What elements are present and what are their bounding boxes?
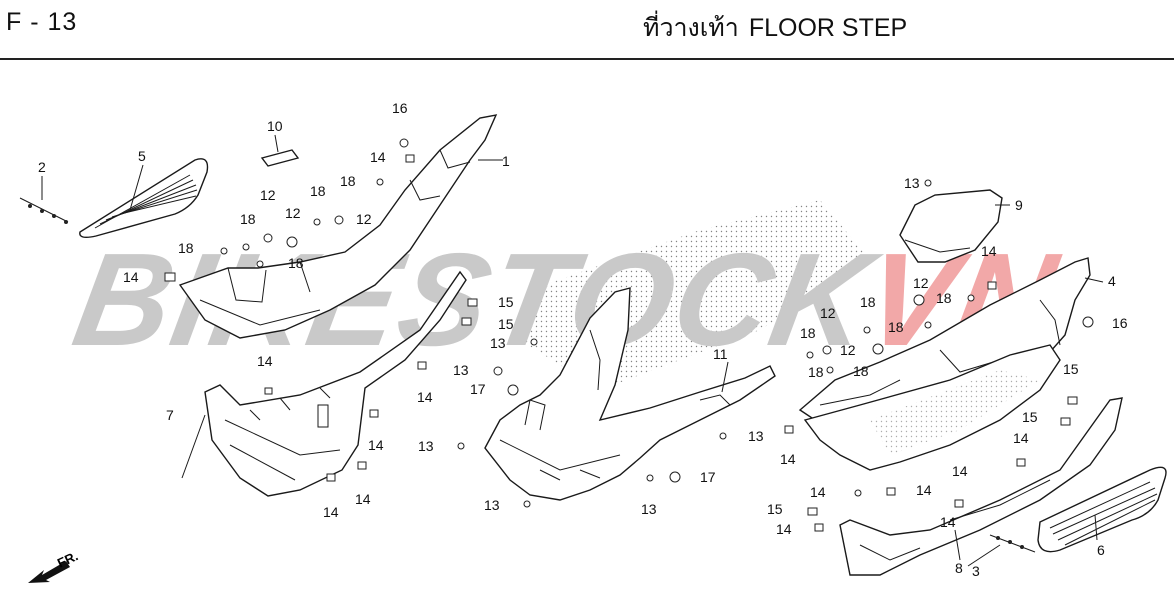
callout-label: 18 (808, 364, 824, 380)
callout-label: 13 (484, 497, 500, 513)
callout-label: 14 (981, 243, 997, 259)
callout-label: 15 (767, 501, 783, 517)
part-8-right-lower-frame[interactable] (839, 397, 1123, 576)
callout-label: 13 (748, 428, 764, 444)
callout-leaders (41, 134, 1104, 567)
part-number-11: 11 (713, 346, 728, 362)
callout-label: 12 (260, 187, 276, 203)
callout-label: 14 (952, 463, 968, 479)
callout-label: 18 (860, 294, 876, 310)
page-title-thai: ที่วางเท้า (643, 13, 739, 42)
part-7-details (224, 387, 341, 481)
callout-label: 13 (904, 175, 920, 191)
callout-label: 16 (392, 100, 408, 116)
part-6-ribs (1049, 481, 1158, 546)
part-number-3: 3 (972, 563, 980, 579)
callout-label: 15 (498, 316, 514, 332)
callout-label: 18 (288, 255, 304, 271)
callout-label: 15 (1022, 409, 1038, 425)
callout-label: 12 (840, 342, 856, 358)
callout-label: 14 (916, 482, 932, 498)
part-number-2: 2 (38, 159, 46, 175)
part-6-right-step-mat[interactable] (1037, 466, 1167, 553)
callout-label: 14 (323, 504, 339, 520)
part-5-ribs (94, 174, 198, 229)
callout-label: 18 (888, 319, 904, 335)
fastener-callouts: 16 14 18 12 18 12 12 18 18 18 14 15 15 1… (123, 100, 1128, 537)
part-number-9: 9 (1015, 197, 1023, 213)
part-3-bracket[interactable] (989, 534, 1036, 553)
part-number-8: 8 (955, 560, 963, 576)
part-2-bracket[interactable] (19, 197, 69, 224)
part-1-details (199, 149, 471, 326)
part-11-floor-pan[interactable] (484, 287, 776, 501)
callout-label: 12 (285, 205, 301, 221)
page-title: ที่วางเท้า FLOOR STEP (643, 8, 907, 48)
page-code: F - 13 (6, 8, 78, 36)
callout-label: 14 (417, 389, 433, 405)
callout-label: 13 (490, 335, 506, 351)
callout-label: 14 (1013, 430, 1029, 446)
part-number-7: 7 (166, 407, 174, 423)
callout-label: 13 (453, 362, 469, 378)
part-10-cap[interactable] (260, 149, 300, 167)
callout-label: 18 (853, 363, 869, 379)
callout-label: 14 (370, 149, 386, 165)
callout-label: 15 (1063, 361, 1079, 377)
part-7-left-lower-frame[interactable] (204, 270, 467, 497)
callout-label: 12 (356, 211, 372, 227)
callout-label: 18 (936, 290, 952, 306)
callout-label: 14 (776, 521, 792, 537)
callout-label: 13 (641, 501, 657, 517)
part-8-details (859, 479, 1051, 561)
callout-label: 18 (240, 211, 256, 227)
part-9-right-cover[interactable] (899, 189, 1003, 263)
part-number-6: 6 (1097, 542, 1105, 558)
callout-label: 13 (418, 438, 434, 454)
callout-label: 17 (470, 381, 486, 397)
part-11-details (499, 329, 731, 481)
callout-label: 17 (700, 469, 716, 485)
callout-label: 12 (820, 305, 836, 321)
part-numbers: 1 2 3 4 5 6 7 8 9 10 11 (38, 118, 1116, 579)
part-number-4: 4 (1108, 273, 1116, 289)
callout-label: 12 (913, 275, 929, 291)
callout-label: 18 (800, 325, 816, 341)
callout-label: 14 (123, 269, 139, 285)
right-floor-texture (870, 370, 1040, 455)
callout-label: 14 (257, 353, 273, 369)
callout-label: 15 (498, 294, 514, 310)
part-number-5: 5 (138, 148, 146, 164)
callout-label: 18 (178, 240, 194, 256)
fastener-markers (164, 138, 1094, 532)
part-number-10: 10 (267, 118, 283, 134)
page-title-english: FLOOR STEP (748, 14, 908, 42)
part-number-1: 1 (502, 153, 510, 169)
callout-label: 18 (340, 173, 356, 189)
front-direction-label: FR. (55, 548, 80, 570)
callout-label: 14 (368, 437, 384, 453)
callout-label: 14 (940, 514, 956, 530)
callout-label: 18 (310, 183, 326, 199)
part-1-left-side-cover[interactable] (178, 114, 498, 339)
callout-label: 16 (1112, 315, 1128, 331)
callout-label: 14 (355, 491, 371, 507)
callout-label: 14 (780, 451, 796, 467)
part-9-detail (904, 239, 971, 253)
callout-label: 14 (810, 484, 826, 500)
front-direction-arrow: FR. (28, 548, 80, 583)
page-header: F - 13 ที่วางเท้า FLOOR STEP (0, 0, 1174, 60)
